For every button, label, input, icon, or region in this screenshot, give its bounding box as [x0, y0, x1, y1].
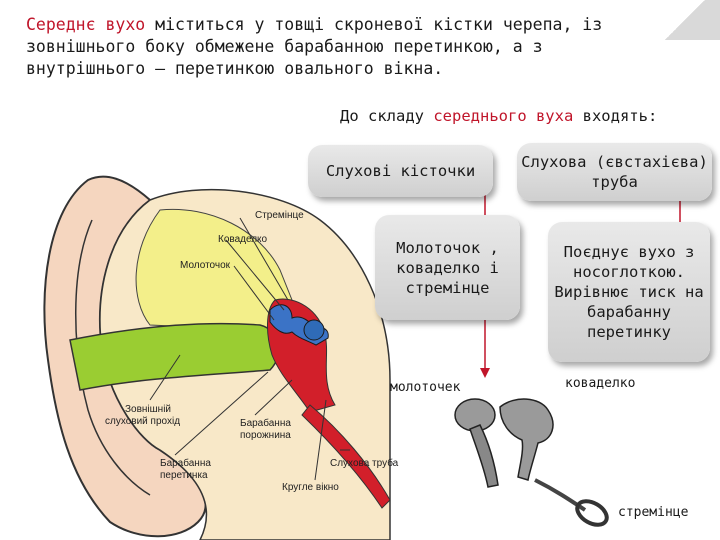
box-tube-description: Поєднує вухо з носоглоткою. Вирівнює тис…: [548, 222, 710, 362]
ossicles-illustration: [420, 385, 620, 535]
box-tube: Слухова (євстахієва) труба: [517, 143, 712, 201]
box-ossicles-list: Молоточок , коваделко і стремінце: [375, 215, 520, 320]
label-incus: коваделко: [565, 376, 635, 391]
label-stapes: стремінце: [618, 505, 688, 520]
box-ossicles: Слухові кісточки: [308, 145, 493, 197]
label-malleus: молоточек: [390, 380, 460, 395]
